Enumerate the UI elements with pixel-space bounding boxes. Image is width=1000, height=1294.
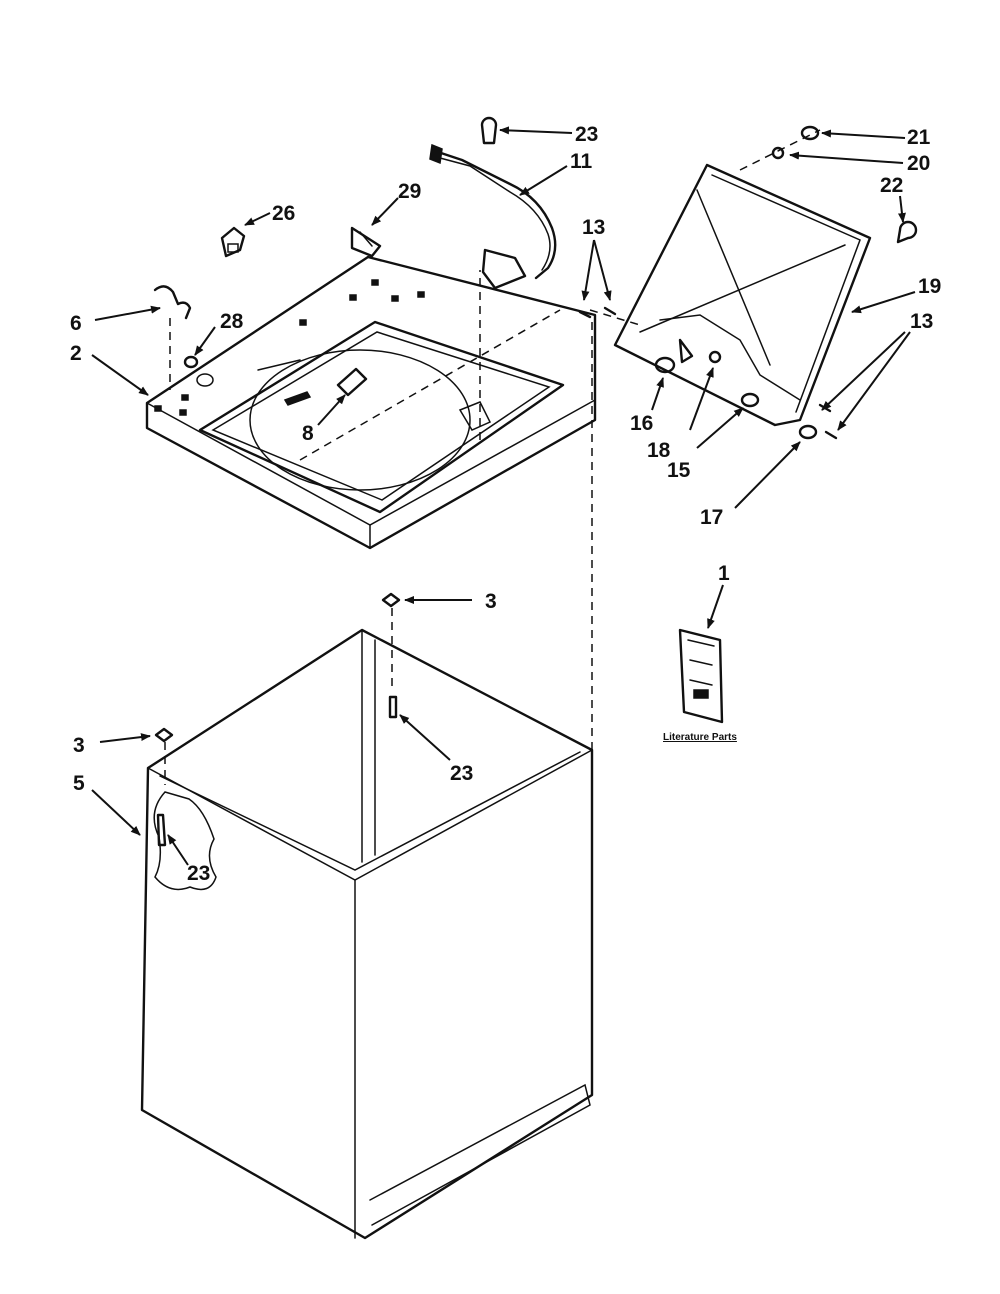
callout-13-right: 13 <box>910 310 933 333</box>
callout-29: 29 <box>398 180 421 203</box>
callout-28: 28 <box>220 310 244 333</box>
callout-3-left: 3 <box>73 734 85 757</box>
callout-2: 2 <box>70 342 82 365</box>
lid-switch-harness-11 <box>429 143 557 290</box>
callout-21: 21 <box>907 126 931 149</box>
clip-26 <box>220 226 246 258</box>
callout-23-low: 23 <box>187 862 210 885</box>
pointer-8 <box>336 367 368 397</box>
lid-bumper-29 <box>350 226 382 258</box>
callout-8: 8 <box>302 422 314 445</box>
callout-3-right: 3 <box>485 590 497 613</box>
literature-caption: Literature Parts <box>663 732 737 743</box>
callout-13-top: 13 <box>582 216 605 239</box>
leader-lines <box>91 126 916 866</box>
callout-11: 11 <box>570 150 593 173</box>
callout-labels: 23 11 29 26 13 6 28 2 8 21 20 22 19 13 1… <box>70 123 941 885</box>
cabinet-5 <box>140 320 594 1240</box>
screw-23-top <box>480 116 498 145</box>
callout-1: 1 <box>718 562 730 585</box>
part-28-plug <box>183 355 199 369</box>
callout-5: 5 <box>73 772 85 795</box>
literature-booklet <box>678 628 724 724</box>
washer-lid-19 <box>589 163 872 427</box>
callout-23-top: 23 <box>575 123 598 146</box>
lid-switch-bracket-6 <box>153 285 192 390</box>
callout-22: 22 <box>880 174 903 197</box>
callout-16: 16 <box>630 412 653 435</box>
clip-3-right <box>381 592 401 719</box>
washer-top-panel <box>145 255 597 550</box>
callout-17: 17 <box>700 506 723 529</box>
callout-19: 19 <box>918 275 941 298</box>
callout-18: 18 <box>647 439 671 462</box>
callout-15: 15 <box>667 459 691 482</box>
callout-20: 20 <box>907 152 930 175</box>
callout-6: 6 <box>70 312 82 335</box>
callout-23-mid: 23 <box>450 762 473 785</box>
callout-26: 26 <box>272 202 295 225</box>
clip-3-left <box>154 727 174 785</box>
